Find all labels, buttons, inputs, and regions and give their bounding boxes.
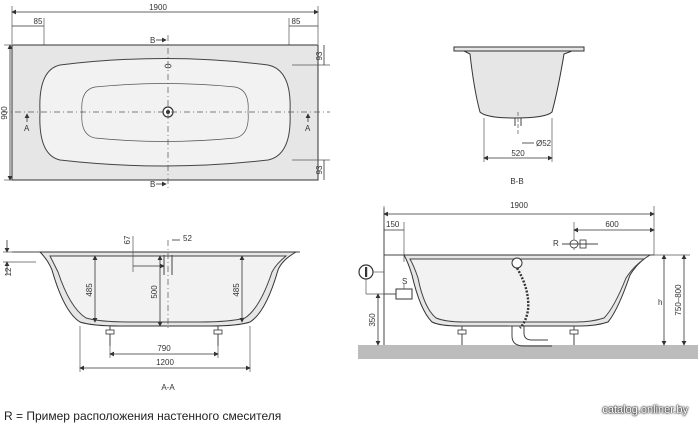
dim-aa-legs: 790 [157,344,171,353]
dim-aa-depth-right: 485 [232,283,241,297]
dim-aa-52: 52 [183,234,192,243]
section-a-left-label: A [24,124,30,133]
connection-s-icon [395,288,413,300]
dim-aa-bottom: 1200 [156,358,174,367]
dim-side-height: 750–800 [674,284,683,316]
drain-inner-icon [166,110,170,114]
mixer-r-label: R [553,239,559,248]
section-bb-caption: B-B [510,177,523,186]
section-b-bottom-label: B [150,180,155,189]
dim-top-right-margin: 85 [292,17,301,26]
tub-cross-section-bb [463,50,573,119]
dim-side-h: h [658,298,662,307]
dim-side-600: 600 [605,220,619,229]
side-view: 1900 150 600 R S [358,201,698,359]
dim-bb-drain-dia: Ø52 [536,139,552,148]
floor [358,345,698,359]
dim-aa-center: 500 [150,285,159,299]
dim-top-lower-margin: 93 [315,165,324,174]
tub-bottom-top-view [81,83,249,142]
dim-top-upper-margin: 93 [315,51,324,60]
dim-top-width: 900 [0,106,9,120]
section-bb: 520 Ø52 B-B [453,46,585,186]
connection-s-label: S [402,277,407,286]
section-a-right-label: A [305,124,311,133]
watermark: catalog.onliner.by [602,404,688,416]
dim-top-left-margin: 85 [34,17,43,26]
overflow-side-icon [511,257,523,269]
legend-note: R = Пример расположения настенного смеси… [4,409,282,423]
dim-aa-rim: 12 [4,267,13,276]
dim-top-length: 1900 [149,3,167,12]
dim-bb-base: 520 [511,149,525,158]
section-b-top-label: B [150,36,155,45]
dim-side-150: 150 [386,220,400,229]
waste-hose [515,267,530,329]
dim-side-length: 1900 [510,201,528,210]
dim-side-350: 350 [368,313,377,327]
dim-aa-depth-left: 485 [85,283,94,297]
section-aa-caption: A-A [161,383,175,392]
dim-aa-67: 67 [123,235,132,244]
section-aa: 12 67 52 485 500 485 790 [3,234,300,392]
top-view: 1900 85 85 B B A A 900 [0,3,330,189]
